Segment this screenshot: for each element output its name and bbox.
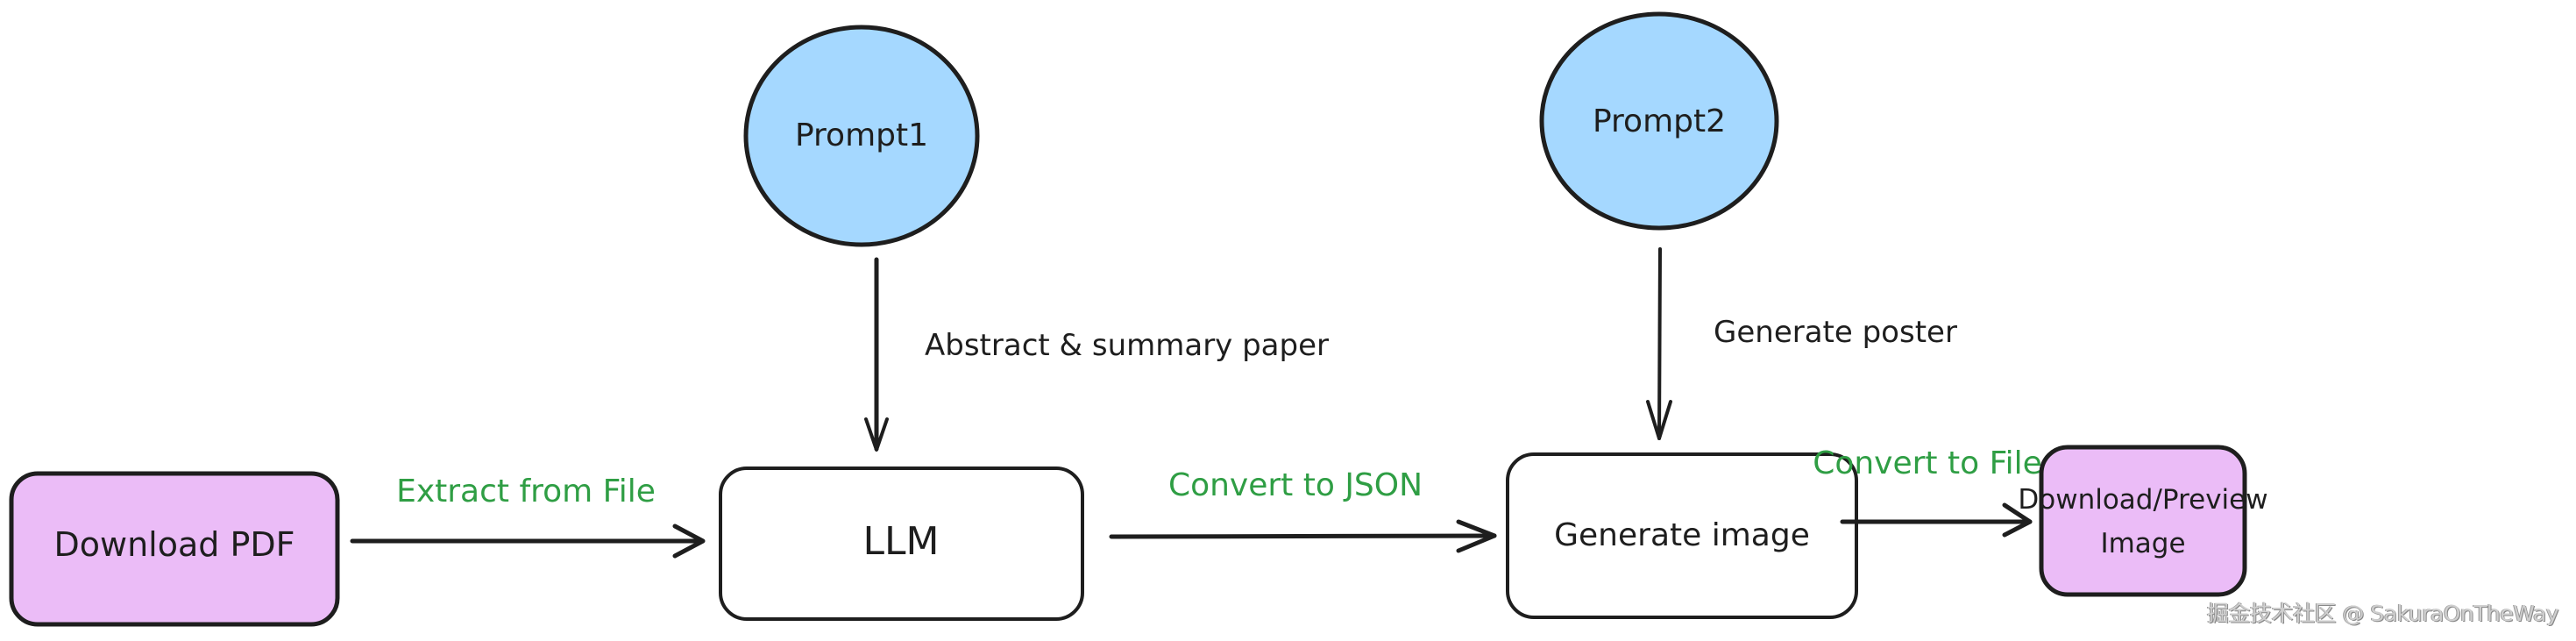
prompt2-edge-label: Generate poster bbox=[1714, 315, 1957, 350]
generate-image-box bbox=[1506, 452, 1858, 619]
llm-label: LLM bbox=[863, 519, 940, 564]
download-pdf-label: Download PDF bbox=[54, 525, 295, 564]
prompt1-circle bbox=[743, 25, 980, 247]
json-arrowhead-icon bbox=[1456, 519, 1497, 553]
file-label: Convert to File bbox=[1813, 445, 2042, 481]
edge-convert-to-json: Convert to JSON bbox=[1109, 467, 1497, 553]
generate-image-label: Generate image bbox=[1554, 517, 1810, 553]
node-download-preview-image: Download/Preview Image bbox=[2018, 445, 2268, 597]
download-preview-label-line2: Image bbox=[2100, 528, 2185, 559]
prompt2-circle bbox=[1539, 11, 1779, 231]
extract-label: Extract from File bbox=[396, 474, 656, 509]
prompt2-arrowhead-icon bbox=[1646, 400, 1672, 440]
node-prompt1: Prompt1 bbox=[743, 25, 980, 247]
edge-prompt1-llm: Abstract & summary paper bbox=[864, 257, 1329, 452]
edge-extract-from-file: Extract from File bbox=[350, 474, 706, 559]
node-llm: LLM bbox=[719, 467, 1084, 621]
download-pdf-box bbox=[9, 471, 340, 627]
download-preview-label-line1: Download/Preview bbox=[2018, 484, 2267, 516]
extract-arrowhead-icon bbox=[672, 523, 706, 559]
prompt1-label: Prompt1 bbox=[795, 118, 928, 153]
node-download-pdf: Download PDF bbox=[9, 471, 340, 627]
prompt2-label: Prompt2 bbox=[1593, 103, 1726, 139]
watermark: 掘金技术社区 @ SakuraOnTheWay bbox=[2207, 601, 2559, 626]
prompt1-edge-label: Abstract & summary paper bbox=[925, 328, 1329, 363]
file-arrowhead-icon bbox=[2002, 502, 2033, 538]
edge-prompt2-generate: Generate poster bbox=[1646, 247, 1957, 440]
json-label: Convert to JSON bbox=[1168, 467, 1423, 503]
prompt2-arrow-line bbox=[1657, 247, 1662, 440]
json-arrow-line bbox=[1109, 533, 1497, 539]
llm-box bbox=[719, 467, 1084, 621]
download-preview-box bbox=[2039, 445, 2247, 597]
prompt1-arrowhead-icon bbox=[864, 417, 889, 452]
node-prompt2: Prompt2 bbox=[1539, 11, 1779, 231]
edge-convert-to-file: Convert to File bbox=[1813, 445, 2042, 538]
node-generate-image: Generate image bbox=[1506, 452, 1858, 619]
